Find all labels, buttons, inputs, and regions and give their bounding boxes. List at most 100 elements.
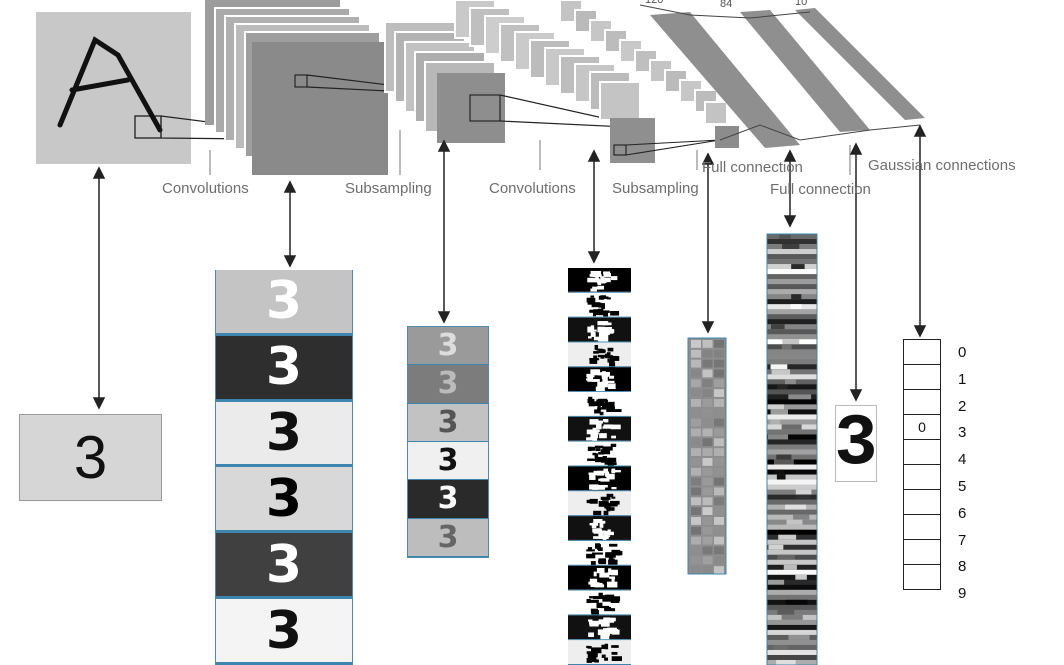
f6-unit-texture (770, 324, 785, 330)
c3-map-texture (603, 272, 611, 277)
output-units-column: 0 (903, 339, 941, 590)
c3-map-texture (594, 445, 604, 449)
c3-map-texture (589, 274, 597, 277)
c3-map-texture (594, 344, 599, 350)
c3-map-texture (604, 503, 609, 509)
c1-feature-map: 3 (216, 599, 352, 665)
c3-map-texture (603, 271, 611, 275)
f5-unit (702, 389, 713, 397)
c3-map-texture (599, 310, 610, 314)
c3-map-texture (598, 372, 605, 376)
f6-unit (767, 449, 817, 455)
f6-unit (767, 239, 817, 245)
c3-map-texture (598, 451, 605, 455)
c3-map-texture (611, 496, 616, 499)
f6-unit-texture (776, 454, 792, 460)
output-unit-cell (903, 389, 941, 415)
output-unit-cell (903, 564, 941, 590)
c3-map-texture (601, 371, 610, 377)
f5-unit (691, 507, 701, 515)
label-sub2: Subsampling (612, 180, 699, 197)
f6-unit-texture (795, 574, 807, 580)
c3-map-texture (591, 302, 601, 308)
s4-feature-stack (559, 0, 739, 148)
s2-map-glyph: 3 (437, 443, 459, 479)
c3-map-texture (598, 619, 606, 625)
f6-unit (767, 284, 817, 290)
f6-unit (767, 484, 817, 490)
predicted-digit-panel: 3 (834, 405, 878, 482)
c1-feature-stack (205, 0, 388, 175)
c3-feature-map (568, 615, 631, 640)
f5-unit (714, 359, 724, 368)
c3-map-texture (597, 321, 609, 326)
c3-map-texture (593, 437, 597, 440)
c3-map-texture (590, 433, 599, 439)
c3-map-texture (594, 659, 599, 663)
label-conv1: Convolutions (162, 180, 249, 197)
c3-map-texture (588, 472, 598, 476)
f5-unit (702, 428, 713, 437)
f6-unit (767, 414, 817, 420)
c3-map-texture (604, 400, 609, 405)
c3-map-texture (599, 433, 607, 439)
c3-map-texture (598, 295, 605, 300)
f6-unit-texture (777, 609, 795, 615)
f5-strip-border (687, 337, 727, 575)
c3-map-texture (600, 634, 610, 641)
c3-map-texture (598, 530, 606, 534)
c3-map-texture (589, 446, 596, 451)
f5-unit (714, 556, 724, 565)
f6-unit-texture (770, 419, 781, 425)
c3-map-texture (587, 277, 596, 283)
c3-map-texture (587, 619, 593, 622)
output-unit-label: 2 (958, 397, 967, 415)
c3-map-texture (586, 437, 595, 441)
c3-map-texture (598, 302, 602, 308)
output-unit-cell (903, 464, 941, 490)
c3-map-texture (611, 550, 623, 556)
f6-unit (767, 654, 817, 661)
c3-map-texture (605, 510, 609, 517)
f6-unit-texture (773, 644, 788, 650)
f6-connection-band (740, 10, 870, 132)
c3-map-texture (605, 620, 615, 623)
f6-unit-texture (774, 469, 785, 475)
receptive-field-2 (294, 74, 308, 88)
f6-unit (767, 434, 817, 440)
f6-unit-texture (773, 459, 794, 465)
c3-map-texture (587, 547, 593, 552)
c3-map-texture (587, 446, 592, 452)
c3-map-texture (597, 485, 602, 489)
f6-unit (767, 469, 817, 475)
c3-map-texture (599, 411, 604, 416)
f5-unit (691, 389, 701, 397)
f6-unit-texture (782, 244, 800, 250)
s2-map-glyph: 3 (437, 366, 459, 402)
f5-unit (714, 566, 724, 574)
f5-unit (691, 399, 701, 407)
f6-unit-texture (783, 564, 797, 570)
f6-unit (767, 619, 817, 626)
f5-unit (702, 546, 713, 555)
f6-unit-texture (788, 634, 810, 640)
f6-unit (767, 499, 817, 505)
c3-map-texture (610, 507, 615, 511)
f5-unit (714, 408, 724, 417)
c3-map-texture (610, 310, 620, 316)
f6-unit (767, 439, 817, 445)
f6-unit-texture (767, 434, 789, 440)
c3-map-texture (601, 644, 607, 650)
f5-unit (691, 428, 701, 437)
c3-map-texture (610, 500, 620, 505)
c3-map-texture (609, 581, 614, 585)
f5-unit (691, 369, 701, 378)
f6-unit (767, 384, 817, 390)
c3-map-texture (609, 543, 618, 547)
c1-map-glyph: 3 (265, 600, 303, 661)
f5-unit (714, 340, 724, 348)
c3-map-texture (602, 498, 609, 501)
f6-unit (767, 539, 817, 546)
f6-unit (767, 329, 817, 335)
f6-unit-texture (785, 599, 808, 605)
